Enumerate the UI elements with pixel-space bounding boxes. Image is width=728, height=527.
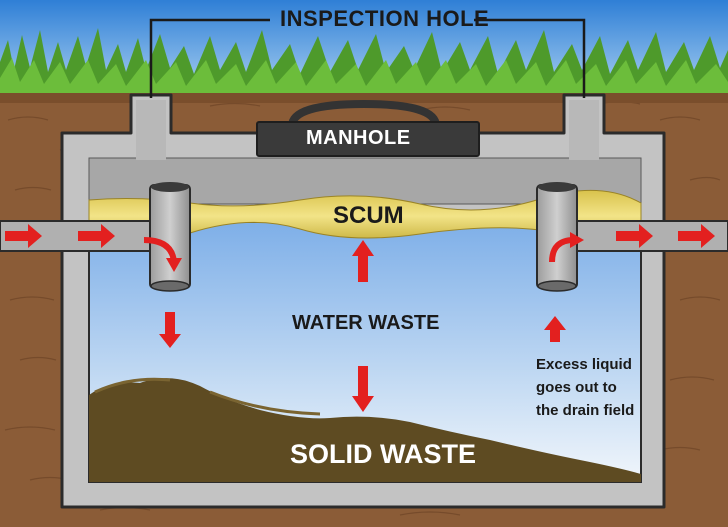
solid-waste-layer xyxy=(89,378,641,482)
outlet-curved-arrowhead xyxy=(570,232,584,248)
excess-line-2: goes out to xyxy=(536,379,617,396)
inspection-shaft-left xyxy=(136,100,166,160)
excess-line-3: the drain field xyxy=(536,402,635,419)
solid-waste-label: SOLID WASTE xyxy=(290,439,477,469)
topsoil-band xyxy=(0,93,728,103)
inlet-pipe xyxy=(0,182,191,292)
scum-layer xyxy=(88,189,642,243)
inspection-shaft-right xyxy=(569,100,599,160)
excess-liquid-note: Excess liquid goes out to the drain fiel… xyxy=(536,353,634,422)
scum-label: SCUM xyxy=(333,202,404,229)
inspection-bracket xyxy=(149,18,586,98)
water-waste-label: WATER WASTE xyxy=(292,312,440,334)
inlet-arrow-1 xyxy=(5,224,42,248)
up-arrow-excess xyxy=(544,316,566,342)
down-arrow-sludge xyxy=(352,366,374,412)
grass xyxy=(0,28,728,95)
sludge-texture xyxy=(94,377,321,416)
outlet-arrow-1 xyxy=(616,224,653,248)
down-arrow-left xyxy=(159,312,181,348)
outlet-arrow-2 xyxy=(678,224,715,248)
inlet-curved-arrowhead xyxy=(166,258,182,272)
flow-arrows xyxy=(5,224,715,412)
up-arrow-scum xyxy=(352,240,374,282)
inlet-arrow-2 xyxy=(78,224,115,248)
manhole-label: MANHOLE xyxy=(306,127,411,149)
inspection-hole-label: INSPECTION HOLE xyxy=(280,6,490,31)
excess-line-1: Excess liquid xyxy=(536,356,632,373)
manhole-cover xyxy=(256,99,480,157)
